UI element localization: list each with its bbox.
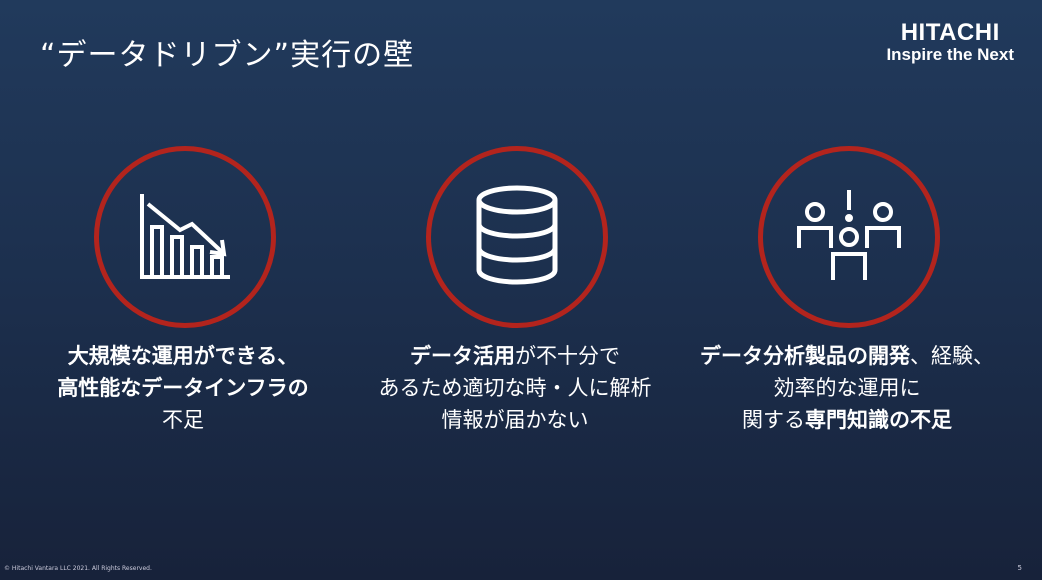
caption-emphasis: データ分析製品の開発: [700, 344, 910, 368]
caption-infrastructure: 大規模な運用ができる、高性能なデータインフラの不足: [18, 340, 348, 436]
logo-brand: HITACHI: [900, 19, 1000, 46]
caption-line: 高性能なデータインフラの: [18, 372, 348, 404]
caption-data-utilization: データ活用が不十分であるため適切な時・人に解析情報が届かない: [350, 340, 680, 436]
declining-bar-chart-icon: [94, 146, 276, 328]
caption-emphasis: 高性能なデータインフラの: [57, 376, 309, 400]
database-icon: [426, 146, 608, 328]
hitachi-logo: HITACHI Inspire the Next: [886, 20, 1014, 64]
caption-line: データ活用が不十分で: [350, 340, 680, 372]
caption-line: あるため適切な時・人に解析: [350, 372, 680, 404]
caption-emphasis: 専門知識の不足: [805, 408, 952, 432]
caption-text: が不十分で: [515, 344, 620, 368]
caption-line: データ分析製品の開発、経験、: [682, 340, 1012, 372]
caption-line: 大規模な運用ができる、: [18, 340, 348, 372]
caption-emphasis: 大規模な運用ができる、: [67, 344, 299, 368]
caption-line: 関する専門知識の不足: [682, 404, 1012, 436]
caption-emphasis: データ活用: [410, 344, 515, 368]
page-number: 5: [1017, 564, 1022, 572]
logo-tagline: Inspire the Next: [886, 45, 1014, 64]
caption-text: 効率的な運用に: [773, 376, 921, 400]
caption-expertise: データ分析製品の開発、経験、効率的な運用に関する専門知識の不足: [682, 340, 1012, 436]
caption-line: 不足: [18, 404, 348, 436]
caption-text: 情報が届かない: [441, 408, 589, 432]
people-alert-icon: [758, 146, 940, 328]
caption-text: 不足: [162, 408, 204, 432]
caption-text: あるため適切な時・人に解析: [378, 376, 652, 400]
slide-title: “データドリブン”実行の壁: [40, 38, 415, 73]
caption-line: 効率的な運用に: [682, 372, 1012, 404]
caption-text: 関する: [742, 408, 805, 432]
caption-line: 情報が届かない: [350, 404, 680, 436]
caption-text: 、経験、: [910, 344, 994, 368]
copyright-footer: © Hitachi Vantara LLC 2021. All Rights R…: [4, 565, 152, 572]
